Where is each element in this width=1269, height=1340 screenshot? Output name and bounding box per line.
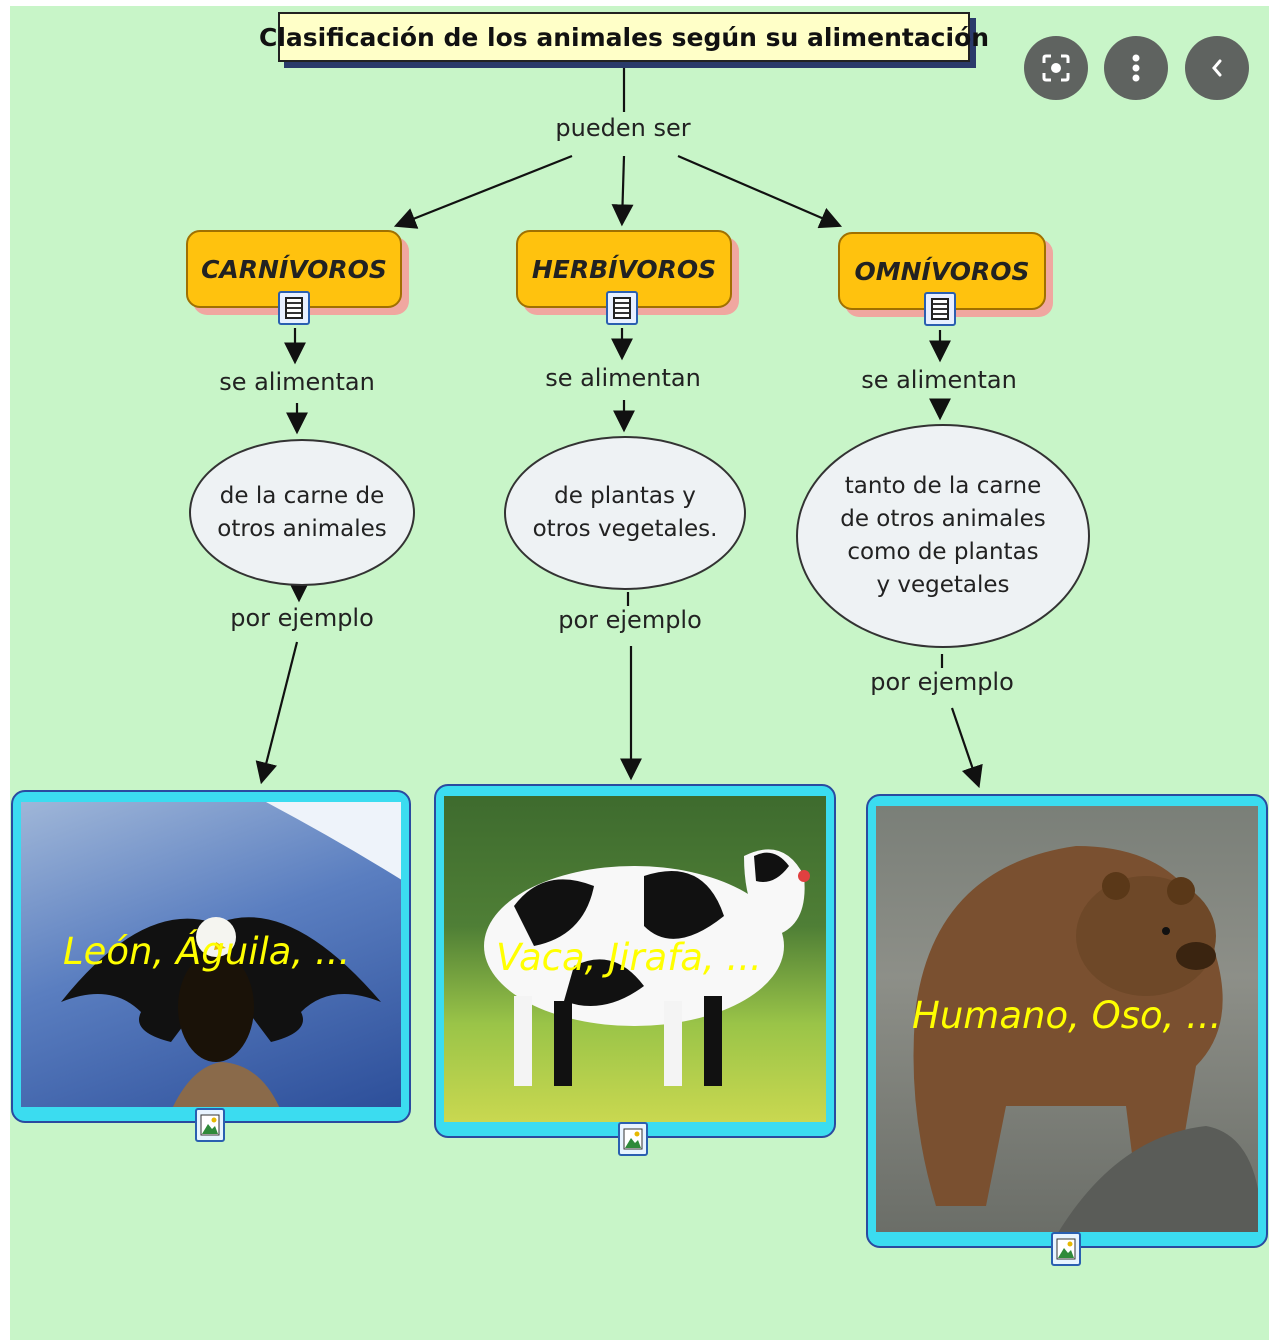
link-label-por-ejemplo-herbivoros: por ejemplo: [558, 606, 702, 634]
link-label-por-ejemplo-omnivoros: por ejemplo: [870, 668, 1014, 696]
concept-carnivoros-label: CARNÍVOROS: [201, 254, 387, 284]
document-icon[interactable]: [924, 292, 956, 326]
document-icon[interactable]: [606, 291, 638, 325]
image-resource-icon[interactable]: [618, 1122, 648, 1156]
example-image-carnivoros[interactable]: León, Águila, ...: [11, 790, 411, 1123]
chevron-left-icon: [1212, 59, 1222, 77]
back-button[interactable]: [1185, 36, 1249, 100]
concept-omnivoros-description: tanto de la carne de otros animales como…: [796, 424, 1090, 648]
lens-button[interactable]: [1024, 36, 1088, 100]
example-caption-carnivoros: León, Águila, ...: [63, 930, 351, 973]
eagle-illustration: [61, 802, 401, 1107]
example-image-omnivoros[interactable]: Humano, Oso, ...: [866, 794, 1268, 1248]
concept-omnivoros-label: OMNÍVOROS: [854, 256, 1030, 286]
link-label-se-alimentan-carnivoros: se alimentan: [219, 368, 375, 396]
example-caption-omnivoros: Humano, Oso, ...: [912, 994, 1222, 1037]
link-label-se-alimentan-omnivoros: se alimentan: [861, 366, 1017, 394]
concept-herbivoros-description: de plantas y otros vegetales.: [504, 436, 746, 590]
map-title: Clasificación de los animales según su a…: [259, 12, 989, 62]
example-image-herbivoros[interactable]: Vaca, Jirafa, ...: [434, 784, 836, 1138]
bear-illustration: [913, 846, 1258, 1232]
concept-herbivoros-label: HERBÍVOROS: [531, 254, 717, 284]
link-label-pueden-ser: pueden ser: [555, 114, 691, 142]
link-label-por-ejemplo-carnivoros: por ejemplo: [230, 604, 374, 632]
cow-illustration: [484, 849, 810, 1086]
concept-carnivoros-description: de la carne de otros animales: [189, 439, 415, 586]
document-icon[interactable]: [278, 291, 310, 325]
more-vertical-icon: [1132, 54, 1140, 82]
link-label-se-alimentan-herbivoros: se alimentan: [545, 364, 701, 392]
image-resource-icon[interactable]: [1051, 1232, 1081, 1266]
image-resource-icon[interactable]: [195, 1108, 225, 1142]
example-caption-herbivoros: Vaca, Jirafa, ...: [496, 936, 762, 979]
more-options-button[interactable]: [1104, 36, 1168, 100]
lens-icon: [1042, 54, 1070, 82]
